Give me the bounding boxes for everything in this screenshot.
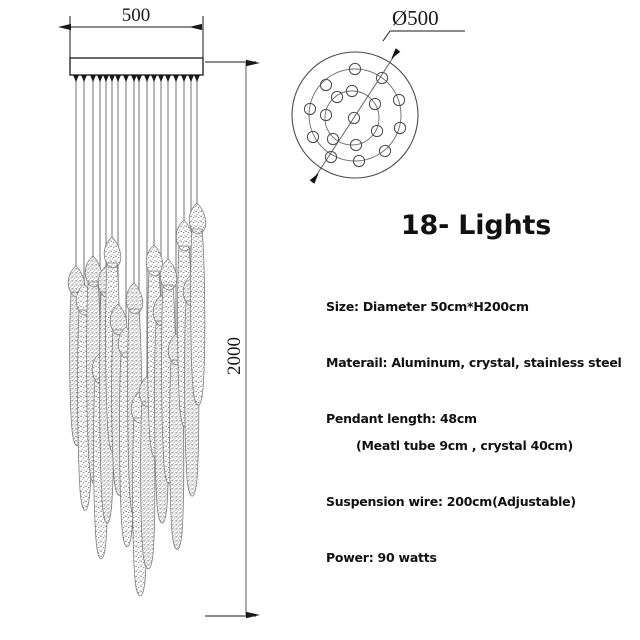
crystal-drops (67, 202, 207, 597)
plan-diameter-line (311, 49, 399, 183)
pendant-mount-cones (73, 75, 200, 82)
height-dimension: 2000 (205, 59, 260, 619)
spec-pendant-breakdown: (Meatl tube 9cm , crystal 40cm) (356, 438, 573, 453)
plan-lamp-inner (319, 84, 384, 152)
width-dimension-label: 500 (122, 5, 151, 26)
canopy-plate (69, 57, 204, 76)
top-plan-view (291, 48, 419, 184)
spec-suspension-wire: Suspension wire: 200cm(Adjustable) (326, 494, 576, 509)
diameter-dimension-label: Ø500 (392, 6, 439, 30)
spec-material: Materail: Aluminum, crystal, stainless s… (326, 355, 622, 370)
plan-inner-ring-path (324, 90, 380, 146)
plan-lamp-center (347, 111, 361, 125)
width-dimension: 500 (58, 5, 204, 58)
spec-title: 18- Lights (400, 210, 552, 241)
spec-pendant-length: Pendant length: 48cm (326, 411, 477, 426)
height-dimension-label: 2000 (224, 337, 245, 375)
diameter-dimension: Ø500 (382, 6, 465, 42)
plan-outer-ring-path (308, 68, 402, 162)
spec-power: Power: 90 watts (326, 550, 437, 565)
specification-panel: 18- Lights Size: Diameter 50cm*H200cm Ma… (326, 210, 626, 565)
plan-outer-circle (291, 51, 419, 179)
plan-lamp-outer (303, 62, 407, 168)
spec-size: Size: Diameter 50cm*H200cm (326, 299, 529, 314)
pendant-group (67, 75, 207, 597)
